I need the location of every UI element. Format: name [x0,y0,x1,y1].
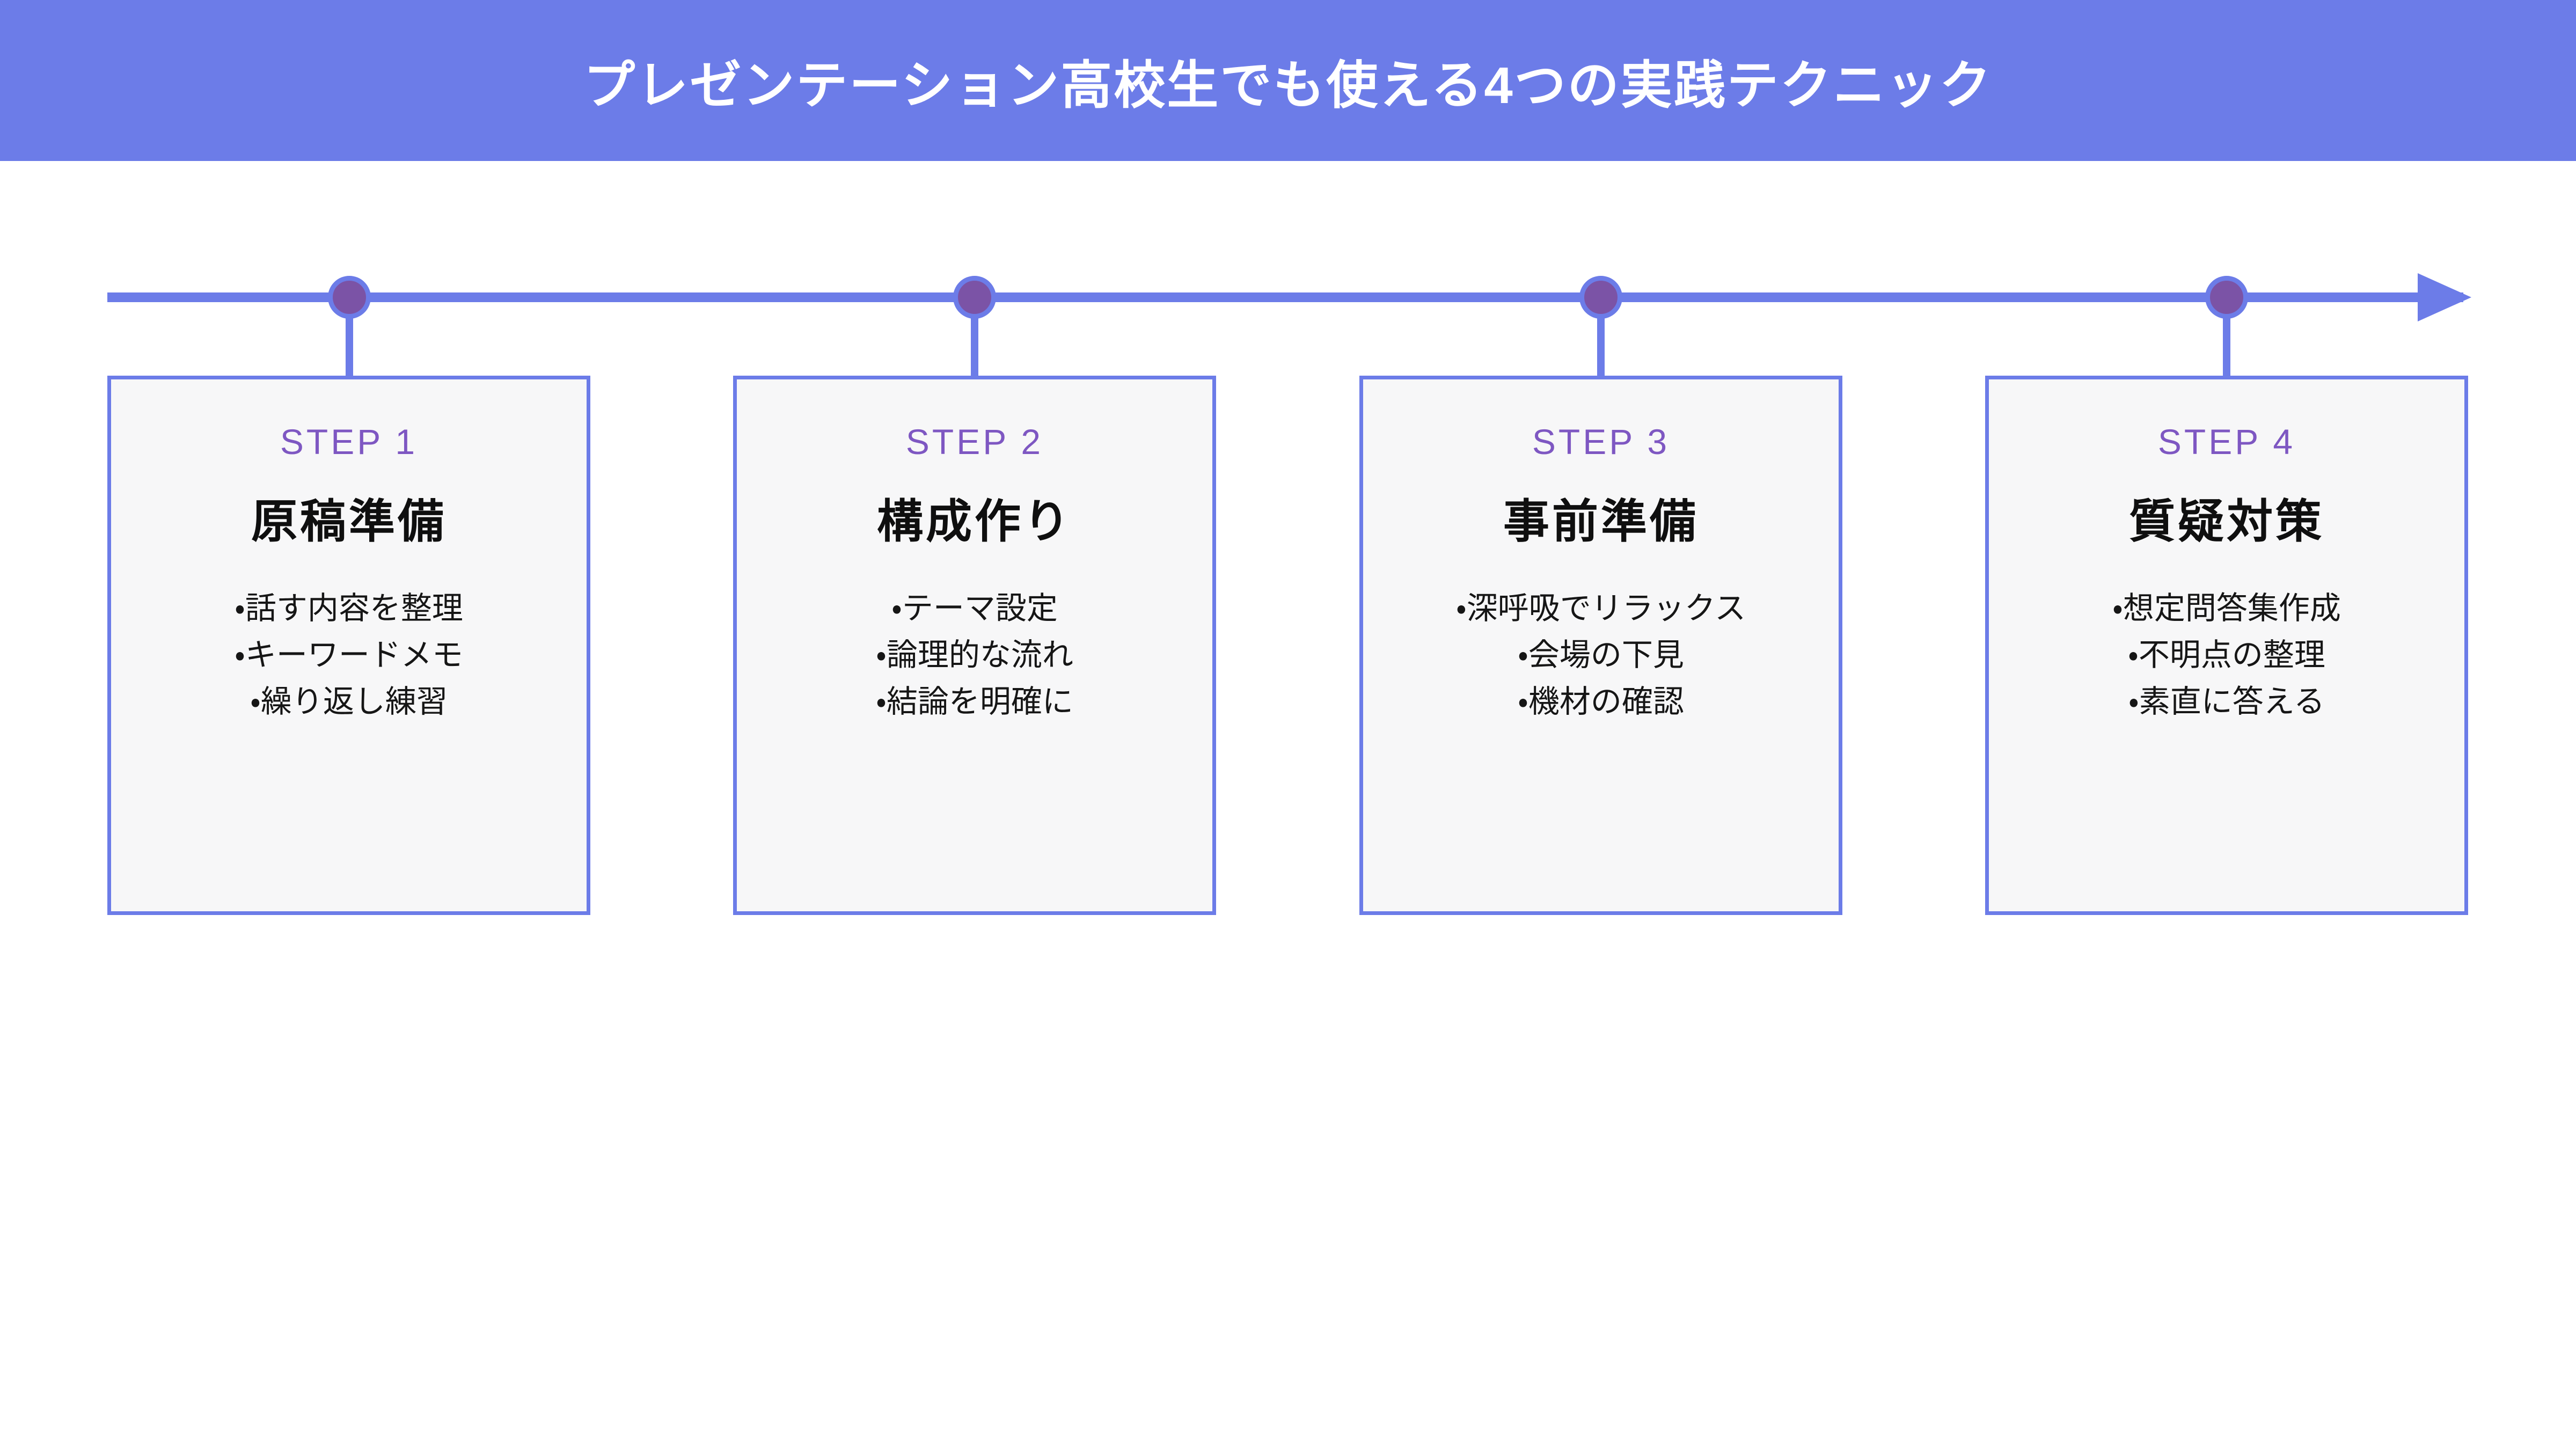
page-title: プレゼンテーション高校生でも使える4つの実践テクニック [583,56,1993,114]
node-connector-step3 [1597,317,1605,377]
step-label: STEP 1 [280,422,418,462]
step-card-3: STEP 3 事前準備 ・深呼吸でリラックス ・会場の下見 ・機材の確認 [1359,376,1842,915]
step-item: ・会場の下見 [1518,638,1684,672]
step-item: ・論理的な流れ [876,638,1073,672]
step-card-2: STEP 2 構成作り ・テーマ設定 ・論理的な流れ ・結論を明確に [733,376,1216,915]
timeline-node-step1 [328,276,371,319]
step-title: 原稿準備 [251,496,447,547]
step-item: ・深呼吸でリラックス [1456,591,1746,626]
node-connector-step2 [971,317,978,377]
step-item-list: ・話す内容を整理 ・キーワードメモ ・繰り返し練習 [111,585,587,725]
step-item: ・結論を明確に [876,684,1073,719]
timeline-node-step3 [1579,276,1622,319]
title-banner: プレゼンテーション高校生でも使える4つの実践テクニック [0,0,2576,161]
step-label: STEP 3 [1532,422,1670,462]
step-item-list: ・深呼吸でリラックス ・会場の下見 ・機材の確認 [1363,585,1839,725]
step-label: STEP 2 [905,422,1044,462]
step-item: ・不明点の整理 [2128,638,2325,672]
step-item: ・素直に答える [2128,684,2325,719]
timeline-node-step4 [2205,276,2248,319]
step-card-1: STEP 1 原稿準備 ・話す内容を整理 ・キーワードメモ ・繰り返し練習 [107,376,590,915]
step-title: 事前準備 [1503,496,1699,547]
step-title: 質疑対策 [2129,496,2324,547]
step-item: ・繰り返し練習 [250,684,448,719]
step-title: 構成作り [877,496,1072,547]
step-item: ・機材の確認 [1518,684,1684,719]
step-item-list: ・テーマ設定 ・論理的な流れ ・結論を明確に [737,585,1212,725]
node-connector-step4 [2223,317,2230,377]
step-item: ・キーワードメモ [235,638,463,672]
step-item: ・話す内容を整理 [235,591,463,626]
timeline-node-step2 [953,276,996,319]
timeline-line [107,292,2463,302]
step-card-4: STEP 4 質疑対策 ・想定問答集作成 ・不明点の整理 ・素直に答える [1985,376,2468,915]
node-connector-step1 [346,317,353,377]
timeline-arrow-icon [2418,273,2471,321]
step-item: ・想定問答集作成 [2112,591,2341,626]
step-item: ・テーマ設定 [891,591,1058,626]
step-label: STEP 4 [2157,422,2296,462]
step-item-list: ・想定問答集作成 ・不明点の整理 ・素直に答える [1989,585,2464,725]
